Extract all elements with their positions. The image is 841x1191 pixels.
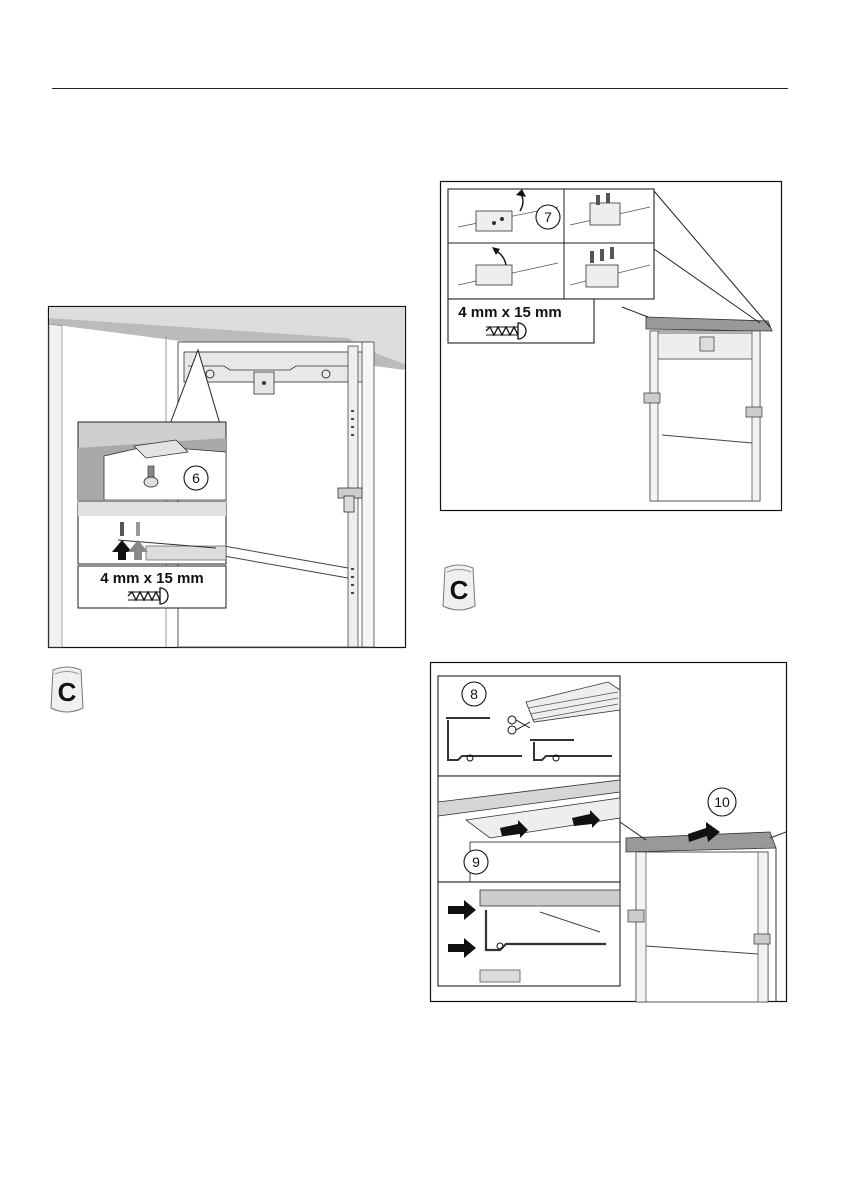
- callout-8: 8: [470, 686, 478, 702]
- diagram-panel-hinge-screws: 6 4 mm x 15 mm: [48, 306, 406, 648]
- header-rule: [52, 88, 788, 89]
- diagram-panel-cover-strip: 10 8 9: [430, 662, 787, 1002]
- callout-7: 7: [544, 209, 552, 225]
- callout-6: 6: [192, 470, 200, 486]
- inset-strip-section: [438, 882, 620, 986]
- inset-screw-detail: 6: [78, 422, 226, 500]
- diagram-panel-top-brackets: 7 4 mm x 15 mm: [440, 181, 782, 511]
- inset-screw-alignment: [78, 502, 226, 564]
- screw-size-label: 4 mm x 15 mm: [100, 570, 203, 587]
- callout-9: 9: [472, 854, 480, 870]
- inset-bracket-steps: 7: [448, 189, 654, 299]
- bag-letter: C: [58, 677, 77, 707]
- inset-screw-size: 4 mm x 15 mm: [448, 299, 594, 343]
- inset-insert-strip: 9: [438, 776, 620, 882]
- bag-letter: C: [450, 575, 469, 605]
- screw-size-label: 4 mm x 15 mm: [458, 304, 561, 321]
- screw-bag-c-icon: C: [439, 562, 479, 614]
- screw-bag-c-icon: C: [47, 664, 87, 716]
- callout-10: 10: [714, 794, 730, 810]
- inset-cut-strip: 8: [438, 676, 620, 776]
- inset-screw-size: 4 mm x 15 mm: [78, 566, 226, 608]
